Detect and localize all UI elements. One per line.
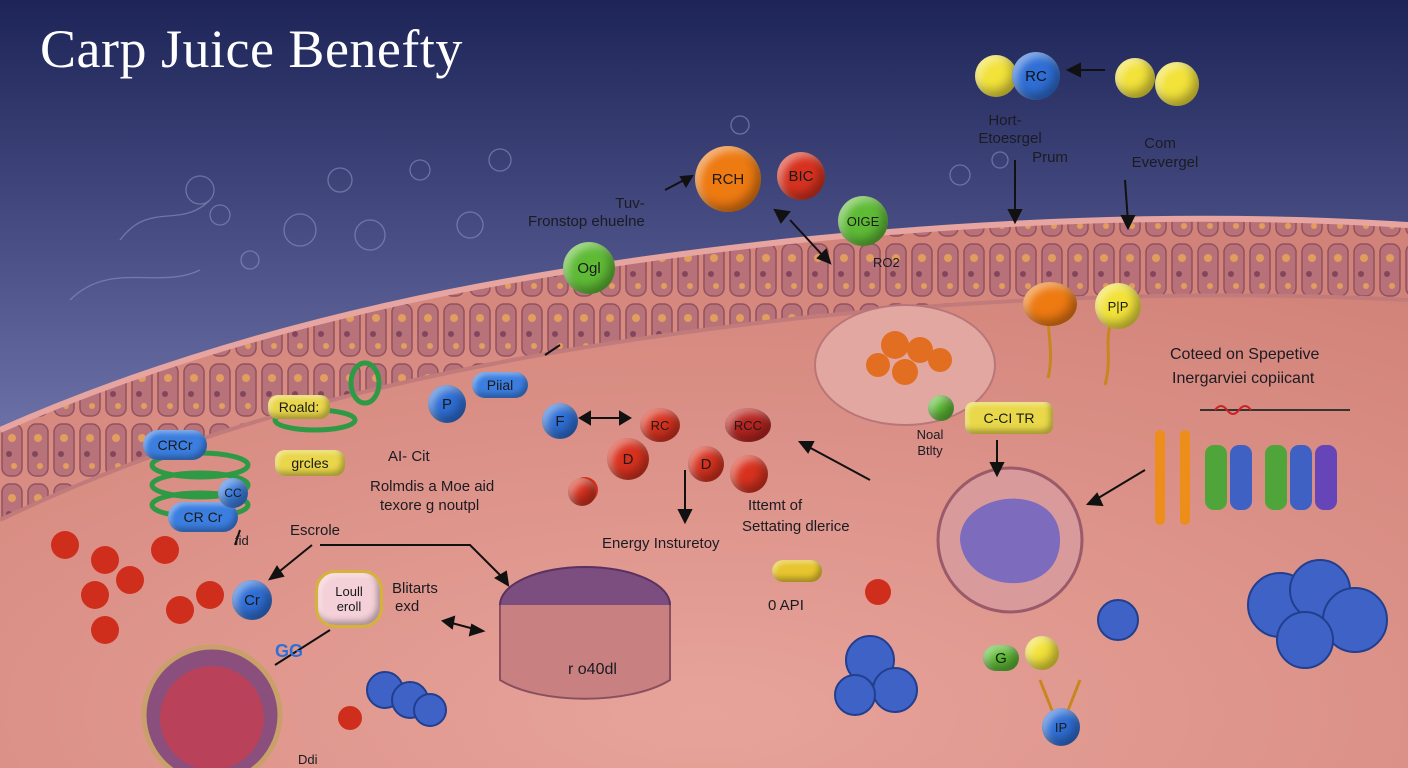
label-tuv: Tuv- bbox=[615, 195, 645, 212]
ip-molecule: IP bbox=[1042, 708, 1080, 746]
rc-red-molecule: RC bbox=[640, 408, 680, 442]
f-molecule: F bbox=[542, 403, 578, 439]
ogl-molecule-label: Ogl bbox=[577, 259, 601, 277]
ip-molecule-label: IP bbox=[1054, 719, 1068, 735]
bic-molecule: BIC bbox=[777, 152, 825, 200]
oge-molecule: OIGE bbox=[838, 196, 888, 246]
label-escrole: Escrole bbox=[290, 522, 341, 539]
yellow-molecule-icon bbox=[1025, 636, 1059, 670]
yellow-molecule-icon bbox=[1115, 58, 1155, 98]
piial-block: Piial bbox=[472, 372, 528, 398]
d-molecule-b: D bbox=[688, 446, 724, 482]
label-energy: Energy Insturetoy bbox=[602, 535, 720, 552]
crcr-block-a: CRCr bbox=[143, 430, 207, 460]
orange-receptor-icon bbox=[1023, 282, 1077, 326]
rch-molecule-label: RCH bbox=[711, 170, 745, 188]
red-molecule-icon bbox=[568, 478, 596, 506]
d-molecule-b-label: D bbox=[700, 455, 712, 473]
label-ai-cit: AI- Cit bbox=[388, 448, 430, 465]
rc-molecule-label: RC bbox=[1025, 67, 1047, 85]
label-com: Com bbox=[1144, 135, 1176, 152]
label-texore: texore g noutpl bbox=[380, 497, 480, 514]
roald-label: Roald: bbox=[278, 399, 320, 415]
red-molecule-icon bbox=[730, 455, 768, 493]
label-bottom-ddi: Ddi bbox=[298, 752, 318, 767]
bic-molecule-label: BIC bbox=[788, 167, 814, 185]
label-gg: GG bbox=[275, 641, 304, 661]
roald-block: Roald: bbox=[268, 395, 330, 419]
green-molecule-icon bbox=[928, 395, 954, 421]
label-coteed: Coteed on Spepetive bbox=[1170, 346, 1320, 363]
rc-molecule: RC bbox=[1012, 52, 1060, 100]
label-oapi: 0 API bbox=[768, 597, 804, 614]
p-yellow-molecule: P|P bbox=[1095, 283, 1141, 329]
label-btlty: Btlty bbox=[917, 443, 943, 458]
yellow-molecule-icon bbox=[1155, 62, 1199, 106]
label-fid: fid bbox=[235, 533, 249, 548]
g-molecule-label: G bbox=[995, 649, 1007, 667]
label-hort: Hort- bbox=[988, 112, 1022, 129]
cc-molecule-label: CC bbox=[224, 486, 242, 500]
label-inergarviei: Inergarviei copiicant bbox=[1172, 370, 1315, 387]
page-title: Carp Juice Benefty bbox=[40, 19, 463, 79]
label-evevergel: Evevergel bbox=[1131, 154, 1199, 171]
piial-label: Piial bbox=[486, 377, 514, 393]
rcc-red-label: RCC bbox=[733, 417, 763, 433]
ctr-label: C-CI TR bbox=[983, 410, 1035, 426]
grcles-block: grcles bbox=[275, 450, 345, 476]
p-molecule: P bbox=[428, 385, 466, 423]
label-prum: Prum bbox=[1032, 149, 1068, 166]
label-ittemt: Ittemt of bbox=[748, 497, 803, 514]
rcc-red-molecule: RCC bbox=[725, 408, 771, 442]
g-molecule: G bbox=[983, 645, 1019, 671]
label-settating: Settating dlerice bbox=[742, 518, 850, 535]
rch-molecule: RCH bbox=[695, 146, 761, 212]
f-molecule-label: F bbox=[555, 412, 565, 430]
cc-molecule: CC bbox=[218, 478, 248, 508]
crcr-label-b: CR Cr bbox=[183, 509, 223, 525]
label-ro2: RO2 bbox=[873, 255, 900, 270]
label-exd: exd bbox=[395, 598, 420, 615]
crcr-block-b: CR Cr bbox=[168, 502, 238, 532]
d-molecule-a: D bbox=[607, 438, 649, 480]
label-etoesrgel: Etoesrgel bbox=[978, 130, 1042, 147]
yellow-molecule-icon bbox=[975, 55, 1017, 97]
label-rolmdis: Rolmdis a Moe aid bbox=[370, 478, 495, 495]
loull-label: Loull eroll bbox=[335, 584, 363, 614]
crcr-label-a: CRCr bbox=[157, 437, 193, 453]
oge-molecule-label: OIGE bbox=[846, 213, 880, 229]
ogl-molecule: Ogl bbox=[563, 242, 615, 294]
grcles-label: grcles bbox=[291, 455, 329, 471]
cr-molecule-label: Cr bbox=[244, 591, 260, 609]
d-molecule-a-label: D bbox=[622, 450, 634, 468]
ctr-block: C-CI TR bbox=[965, 402, 1053, 434]
label-blitarts: Blitarts bbox=[392, 580, 438, 597]
p-yellow-label: P|P bbox=[1107, 298, 1129, 314]
rc-red-label: RC bbox=[650, 417, 670, 433]
loull-vesicle: Loull eroll bbox=[315, 570, 383, 628]
label-noal: Noal bbox=[916, 427, 944, 442]
oapi-capsule-icon bbox=[772, 560, 822, 582]
label-fronstop: Fronstop ehuelne bbox=[528, 213, 645, 230]
label-ro40dl: r o40dl bbox=[568, 661, 617, 678]
p-molecule-label: P bbox=[441, 395, 452, 413]
cr-molecule: Cr bbox=[232, 580, 272, 620]
